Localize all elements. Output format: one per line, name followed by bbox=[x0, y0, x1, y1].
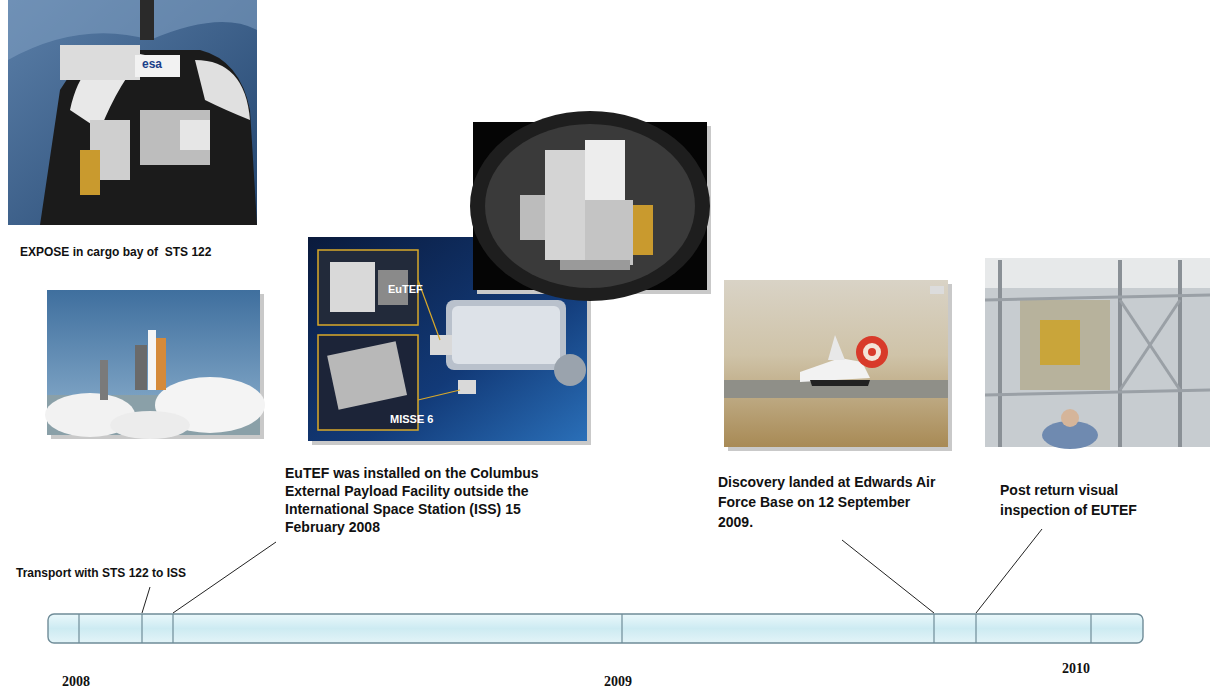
logo-text: esa bbox=[142, 57, 162, 71]
inspection-photo bbox=[985, 258, 1210, 449]
cargo-bay-photo bbox=[8, 0, 257, 225]
event-note: Discovery landed at Edwards Air Force Ba… bbox=[718, 472, 936, 532]
inset-label: EuTEF bbox=[388, 283, 423, 296]
event-note: EuTEF was installed on the Columbus Exte… bbox=[285, 464, 570, 536]
logo-patch bbox=[138, 56, 172, 74]
leader-lines bbox=[142, 529, 1042, 613]
eutef-hardware-photo bbox=[470, 111, 711, 301]
launch-photo bbox=[45, 290, 265, 439]
photo-caption: EXPOSE in cargo bay of STS 122 bbox=[20, 245, 211, 259]
inset-label: MISSE 6 bbox=[390, 413, 433, 426]
year-label: 2008 bbox=[62, 674, 90, 691]
event-note: Transport with STS 122 to ISS bbox=[16, 566, 186, 580]
year-label: 2009 bbox=[604, 674, 632, 691]
landing-photo bbox=[724, 280, 952, 451]
timeline-bar bbox=[48, 614, 1143, 643]
year-label: 2010 bbox=[1062, 661, 1090, 678]
event-note: Post return visual inspection of EUTEF bbox=[1000, 480, 1160, 520]
